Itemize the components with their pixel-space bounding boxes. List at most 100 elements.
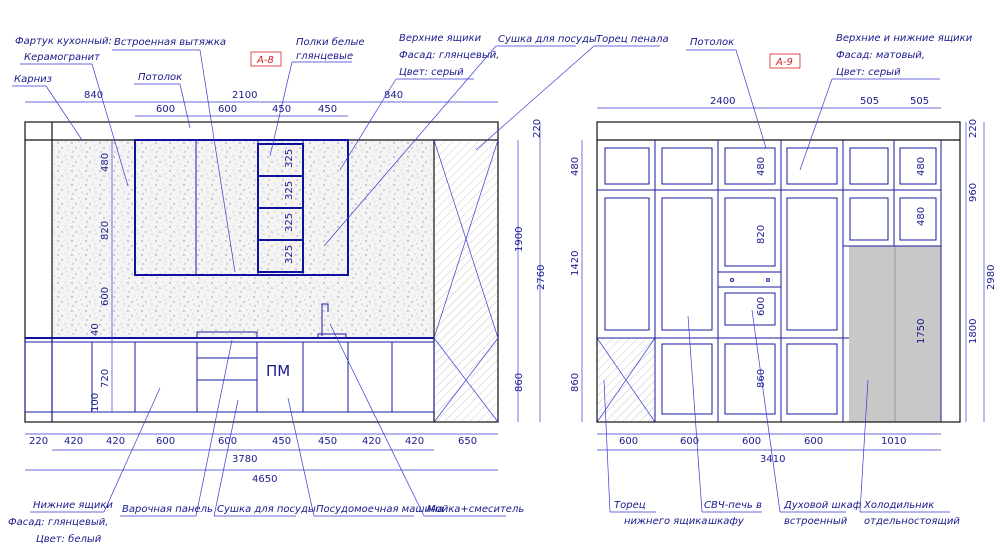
svg-text:Встроенная вытяжка: Встроенная вытяжка <box>114 37 226 48</box>
svg-text:Цвет: белый: Цвет: белый <box>36 533 102 545</box>
svg-text:450: 450 <box>318 104 337 115</box>
svg-text:820: 820 <box>756 225 767 244</box>
svg-text:600: 600 <box>218 436 237 447</box>
svg-text:Фасад: глянцевый,: Фасад: глянцевый, <box>399 50 499 61</box>
svg-text:325: 325 <box>284 149 295 168</box>
svg-text:Верхние ящики: Верхние ящики <box>399 33 482 44</box>
svg-text:40: 40 <box>90 323 101 336</box>
svg-text:Сушка для посуды: Сушка для посуды <box>498 34 597 45</box>
cabinet-door <box>899 197 937 241</box>
elevation-a9: 2400 505 505 480 1420 860 480 820 600 86… <box>570 53 997 465</box>
svg-text:2400: 2400 <box>710 96 735 107</box>
svg-text:420: 420 <box>106 436 125 447</box>
svg-text:2980: 2980 <box>986 265 997 290</box>
labels-a9: Потолок Верхние и нижние ящики Фасад: ма… <box>603 33 973 527</box>
cabinet-door <box>786 343 838 415</box>
svg-text:600: 600 <box>619 436 638 447</box>
svg-text:600: 600 <box>100 287 111 306</box>
svg-text:480: 480 <box>916 157 927 176</box>
svg-text:глянцевые: глянцевые <box>296 51 353 62</box>
cabinet-door <box>604 147 650 185</box>
svg-text:420: 420 <box>405 436 424 447</box>
svg-text:220: 220 <box>532 119 543 138</box>
svg-text:840: 840 <box>84 90 103 101</box>
svg-text:Сушка для посуды: Сушка для посуды <box>217 504 316 515</box>
svg-text:840: 840 <box>384 90 403 101</box>
svg-text:450: 450 <box>272 104 291 115</box>
cabinet-door <box>849 147 889 185</box>
svg-text:1420: 1420 <box>570 251 581 276</box>
svg-text:СВЧ-печь в: СВЧ-печь в <box>704 500 762 511</box>
svg-text:2100: 2100 <box>232 90 257 101</box>
svg-text:Торец: Торец <box>614 500 646 511</box>
svg-text:600: 600 <box>756 297 767 316</box>
svg-text:505: 505 <box>910 96 929 107</box>
svg-text:3780: 3780 <box>232 454 257 465</box>
svg-text:960: 960 <box>968 183 979 202</box>
svg-text:Фасад: глянцевый,: Фасад: глянцевый, <box>8 517 108 528</box>
cabinet-door <box>604 197 650 331</box>
svg-text:325: 325 <box>284 181 295 200</box>
pantry-end-hatch <box>434 140 498 422</box>
upper-cabinets <box>134 139 349 276</box>
svg-text:1900: 1900 <box>514 227 525 252</box>
svg-text:480: 480 <box>756 157 767 176</box>
svg-text:Цвет: серый: Цвет: серый <box>836 67 901 78</box>
svg-text:325: 325 <box>284 213 295 232</box>
svg-text:Керамогранит: Керамогранит <box>24 52 101 63</box>
svg-text:600: 600 <box>156 104 175 115</box>
oven <box>724 292 776 326</box>
cabinet-door <box>724 147 776 185</box>
svg-text:325: 325 <box>284 245 295 264</box>
hob <box>196 331 258 339</box>
svg-text:1750: 1750 <box>916 319 927 344</box>
svg-text:1800: 1800 <box>968 319 979 344</box>
svg-text:Потолок: Потолок <box>138 72 182 83</box>
svg-text:Мойка+смеситель: Мойка+смеситель <box>427 504 524 515</box>
svg-text:650: 650 <box>458 436 477 447</box>
svg-text:Духовой шкаф: Духовой шкаф <box>783 500 862 511</box>
svg-text:220: 220 <box>29 436 48 447</box>
svg-text:420: 420 <box>64 436 83 447</box>
cabinet-door <box>849 197 889 241</box>
svg-text:860: 860 <box>514 373 525 392</box>
svg-text:Фасад: матовый,: Фасад: матовый, <box>836 50 925 61</box>
svg-text:1010: 1010 <box>881 436 906 447</box>
svg-text:450: 450 <box>318 436 337 447</box>
cabinet-door <box>899 147 937 185</box>
svg-text:100: 100 <box>90 393 101 412</box>
svg-text:480: 480 <box>100 153 111 172</box>
backsplash-tile <box>52 140 434 338</box>
svg-text:420: 420 <box>362 436 381 447</box>
svg-text:450: 450 <box>272 436 291 447</box>
svg-text:Посудомоечная машина: Посудомоечная машина <box>316 504 444 515</box>
svg-text:Потолок: Потолок <box>690 37 734 48</box>
elevation-a8: ПМ 840 2100 840 600 600 450 450 480 820 … <box>24 51 547 485</box>
cabinet-door <box>786 147 838 185</box>
svg-text:600: 600 <box>156 436 175 447</box>
svg-text:Фартук кухонный:: Фартук кухонный: <box>15 36 112 47</box>
svg-text:встроенный: встроенный <box>784 516 848 527</box>
svg-text:Полки белые: Полки белые <box>296 36 365 48</box>
svg-text:820: 820 <box>100 221 111 240</box>
svg-text:шкафу: шкафу <box>708 516 745 527</box>
svg-text:Карниз: Карниз <box>14 74 52 85</box>
svg-text:505: 505 <box>860 96 879 107</box>
dishwasher-mark: ПМ <box>266 362 290 380</box>
tag-a9 <box>769 53 801 69</box>
svg-text:480: 480 <box>570 157 581 176</box>
svg-text:Цвет: серый: Цвет: серый <box>399 67 464 78</box>
cabinet-door <box>724 343 776 415</box>
cabinet-door <box>661 343 713 415</box>
svg-text:отдельностоящий: отдельностоящий <box>864 516 960 527</box>
faucet <box>321 303 329 336</box>
svg-text:600: 600 <box>680 436 699 447</box>
svg-text:Торец пенала: Торец пенала <box>596 34 669 45</box>
cabinet-door <box>786 197 838 331</box>
svg-text:2760: 2760 <box>536 265 547 290</box>
svg-text:нижнего ящика: нижнего ящика <box>624 516 707 527</box>
svg-text:Нижние ящики: Нижние ящики <box>33 500 113 511</box>
svg-text:Верхние и нижние ящики: Верхние и нижние ящики <box>836 33 973 44</box>
cabinet-door <box>724 197 776 267</box>
